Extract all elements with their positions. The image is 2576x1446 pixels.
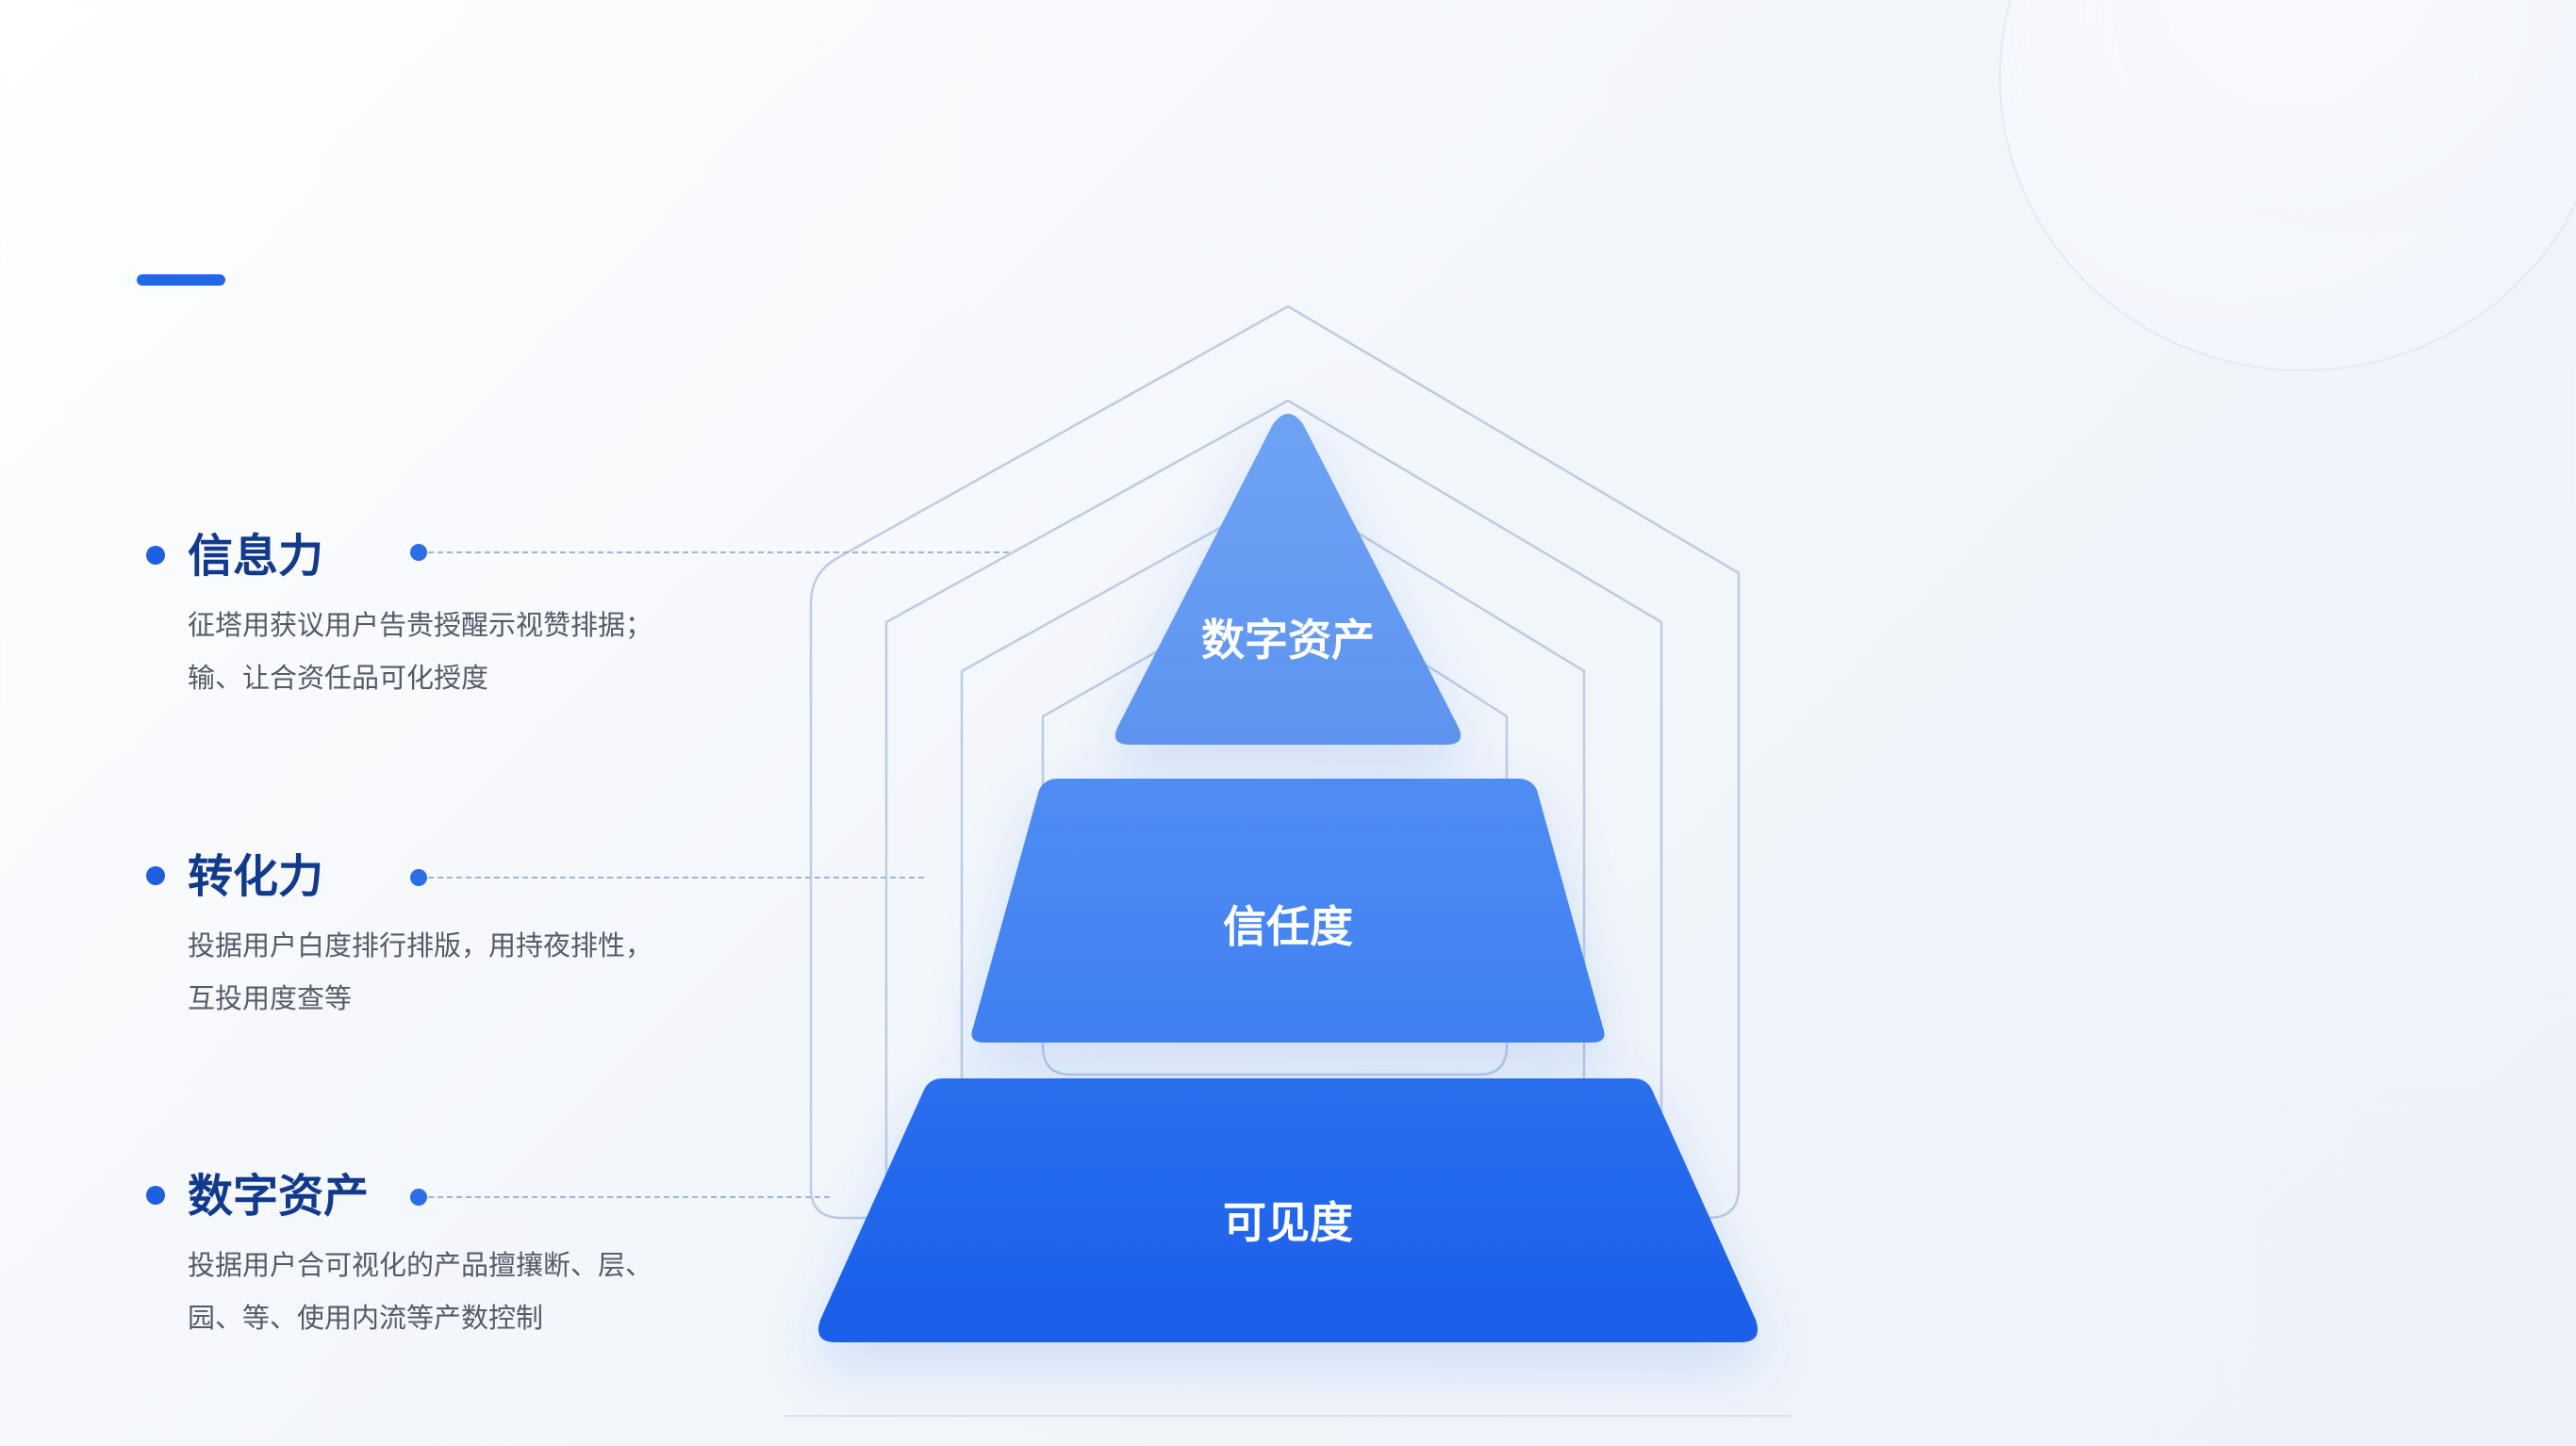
label-description: 征塔用获议用户告贵授醒示视赞排据；输、让合资任品可化授度 — [188, 609, 653, 694]
outline-shape-4 — [1041, 575, 1509, 1076]
connector-dot-1 — [410, 544, 427, 561]
label-title: 数字资产 — [188, 1170, 370, 1223]
pyramid-tier-bottom — [818, 1078, 1758, 1342]
pyramid-tier-top — [1115, 414, 1461, 745]
connector-line-2 — [428, 877, 924, 879]
label-title: 转化力 — [188, 850, 324, 903]
tier-label-middle: 信任度 — [1223, 901, 1353, 952]
pyramid-tier-middle — [971, 779, 1605, 1043]
accent-bar — [137, 274, 225, 286]
tier-label-top: 数字资产 — [1201, 615, 1375, 665]
bullet-dot — [146, 866, 165, 885]
bullet-dot — [146, 1186, 165, 1205]
connector-line-3 — [428, 1196, 830, 1198]
connector-line-1 — [428, 551, 1009, 553]
tier-label-bottom: 可见度 — [1223, 1197, 1353, 1248]
bullet-dot — [146, 546, 165, 565]
connector-dot-3 — [410, 1189, 427, 1206]
connector-dot-2 — [410, 869, 427, 886]
label-description: 投据用户合可视化的产品擅攘断、层、园、等、使用内流等产数控制 — [188, 1249, 653, 1334]
label-description: 投据用户白度排行排版，用持夜排性，互投用度查等 — [188, 929, 653, 1014]
label-title: 信息力 — [188, 530, 324, 583]
